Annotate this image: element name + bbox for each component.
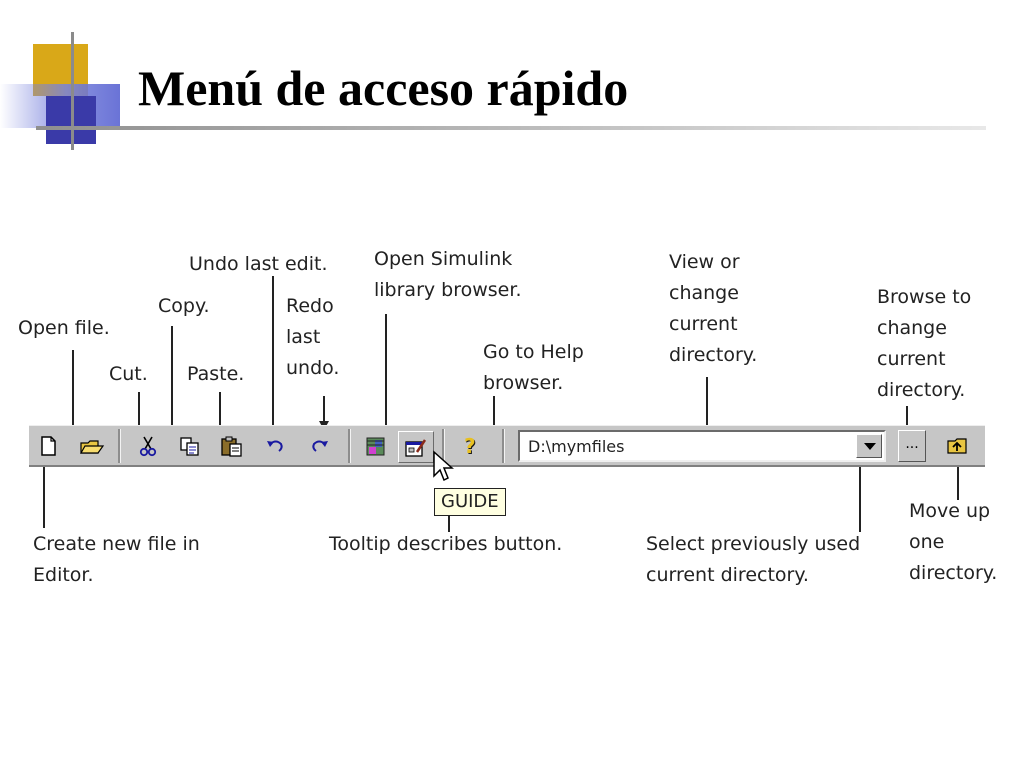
toolbar-separator xyxy=(502,429,505,463)
leader-move-up xyxy=(957,462,959,500)
toolbar-separator xyxy=(348,429,351,463)
mouse-pointer-icon xyxy=(433,450,454,482)
open-file-button[interactable] xyxy=(75,431,105,461)
svg-text:?: ? xyxy=(465,435,477,459)
current-directory-combo[interactable]: D:\mymfiles xyxy=(518,430,886,462)
decor-vertical-line xyxy=(71,32,74,150)
leader-open-file xyxy=(72,350,74,428)
current-directory-input[interactable]: D:\mymfiles xyxy=(528,437,625,456)
help-button[interactable]: ? ? xyxy=(457,431,487,461)
copy-button[interactable] xyxy=(174,431,204,461)
guide-button[interactable] xyxy=(398,431,434,463)
browse-directory-button[interactable]: ... xyxy=(898,430,926,462)
leader-redo xyxy=(323,396,325,422)
paste-icon xyxy=(221,436,242,457)
leader-help xyxy=(493,396,495,428)
leader-undo xyxy=(272,276,274,426)
leader-tooltip xyxy=(448,514,450,532)
leader-browse-directory xyxy=(906,406,908,428)
title-underline xyxy=(36,126,986,130)
open-folder-icon xyxy=(79,440,105,454)
toolbar-separator xyxy=(118,429,121,463)
paste-button[interactable] xyxy=(216,431,246,461)
label-open-file: Open file. xyxy=(18,317,110,339)
label-redo: Redo last undo. xyxy=(286,295,340,379)
simulink-icon xyxy=(366,437,385,456)
undo-icon xyxy=(267,440,283,452)
leader-paste xyxy=(219,392,221,428)
label-view-directory: View or change current directory. xyxy=(669,251,758,366)
label-browse-directory: Browse to change current directory. xyxy=(877,286,972,401)
guide-icon xyxy=(405,439,427,457)
simulink-button[interactable] xyxy=(360,431,390,461)
leader-simulink xyxy=(385,314,387,426)
up-directory-button[interactable] xyxy=(942,431,972,461)
guide-tooltip: GUIDE xyxy=(434,488,506,516)
leader-copy xyxy=(171,326,173,430)
label-paste: Paste. xyxy=(187,363,245,385)
svg-text:?: ? xyxy=(464,435,476,458)
leader-select-previous xyxy=(859,462,861,532)
leader-cut xyxy=(138,392,140,428)
copy-icon xyxy=(180,437,199,456)
slide-title: Menú de acceso rápido xyxy=(138,60,629,116)
label-move-up: Move up one directory. xyxy=(909,500,998,584)
label-help: Go to Help browser. xyxy=(483,341,584,394)
new-file-icon xyxy=(41,436,56,456)
label-cut: Cut. xyxy=(109,363,148,385)
folder-up-icon xyxy=(947,438,967,454)
label-copy: Copy. xyxy=(158,295,210,317)
cut-icon xyxy=(139,436,157,457)
label-simulink: Open Simulink library browser. xyxy=(374,248,522,301)
leader-view-directory xyxy=(706,377,708,441)
dropdown-arrow-icon[interactable] xyxy=(856,434,882,458)
undo-button[interactable] xyxy=(260,431,290,461)
cut-button[interactable] xyxy=(133,431,163,461)
toolbar-separator xyxy=(442,429,445,463)
label-undo: Undo last edit. xyxy=(189,253,328,275)
redo-button[interactable] xyxy=(305,431,335,461)
new-file-button[interactable] xyxy=(33,431,63,461)
help-icon: ? ? xyxy=(464,435,477,459)
label-select-previous: Select previously used current directory… xyxy=(646,533,861,586)
label-tooltip: Tooltip describes button. xyxy=(329,533,563,555)
redo-icon xyxy=(312,440,328,452)
leader-new-file xyxy=(43,466,45,528)
label-new-file: Create new file in Editor. xyxy=(33,533,200,586)
